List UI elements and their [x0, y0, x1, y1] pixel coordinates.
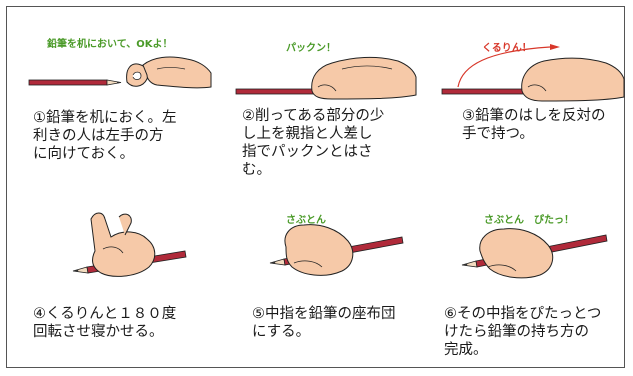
step-5-sound-effect: さぶとん: [286, 215, 326, 226]
writing-hand-icon: [284, 224, 354, 276]
step-3: くるりん！ ③鉛筆のはしを反対の 手で持つ。: [418, 7, 626, 187]
step-5: さぶとん ⑤中指を鉛筆の座布団 にする。: [212, 189, 418, 369]
pinching-hand-icon: [311, 56, 417, 100]
step-3-sound-effect: くるりん！: [482, 43, 532, 54]
step-4-illustration: [72, 212, 187, 277]
writing-hand-icon: [90, 212, 156, 277]
step-4: ④くるりんと１８０度 回転させ寝かせる。: [7, 189, 212, 369]
step-6-illustration: [461, 228, 608, 279]
writing-hand-icon: [479, 228, 554, 279]
ok-hand-icon: [126, 56, 212, 89]
step-3-caption: ③鉛筆のはしを反対の 手で持つ。: [462, 108, 606, 142]
step-5-illustration: [269, 224, 404, 276]
step-1-caption: ①鉛筆を机におく。左 利きの人は左手の方 に向けておく。: [33, 110, 177, 162]
instruction-panel: 鉛筆を机において、OKよ！ ①鉛筆を机におく。左 利きの人は左手の方 に向けてお…: [6, 6, 625, 368]
step-4-caption: ④くるりんと１８０度 回転させ寝かせる。: [33, 306, 177, 340]
step-1-sound-effect: 鉛筆を机において、OKよ！: [47, 39, 173, 50]
pencil-icon: [28, 79, 122, 86]
step-6-sound-effect: さぶとん ぴたっ！: [484, 215, 574, 226]
step-6-caption: ⑥その中指をぴたっとつ けたら鉛筆の持ち方の 完成。: [444, 306, 602, 358]
step-6: さぶとん ぴたっ！ ⑥その中指をぴたっとつ けたら鉛筆の持ち方の 完成。: [418, 189, 626, 369]
step-1-illustration: [28, 56, 212, 89]
step-3-illustration: [441, 44, 625, 102]
rotation-arrow-icon: [457, 44, 560, 88]
step-2-illustration: [235, 56, 417, 100]
step-2: パックン！ ②削ってある部分の少 し上を親指と人差し 指でパックンとはさ む。: [212, 7, 418, 187]
step-2-sound-effect: パックン！: [286, 43, 336, 54]
pinching-hand-icon: [521, 57, 625, 102]
step-2-caption: ②削ってある部分の少 し上を親指と人差し 指でパックンとはさ む。: [242, 108, 385, 178]
step-1: 鉛筆を机において、OKよ！ ①鉛筆を机におく。左 利きの人は左手の方 に向けてお…: [7, 7, 212, 187]
step-5-caption: ⑤中指を鉛筆の座布団 にする。: [252, 306, 396, 340]
